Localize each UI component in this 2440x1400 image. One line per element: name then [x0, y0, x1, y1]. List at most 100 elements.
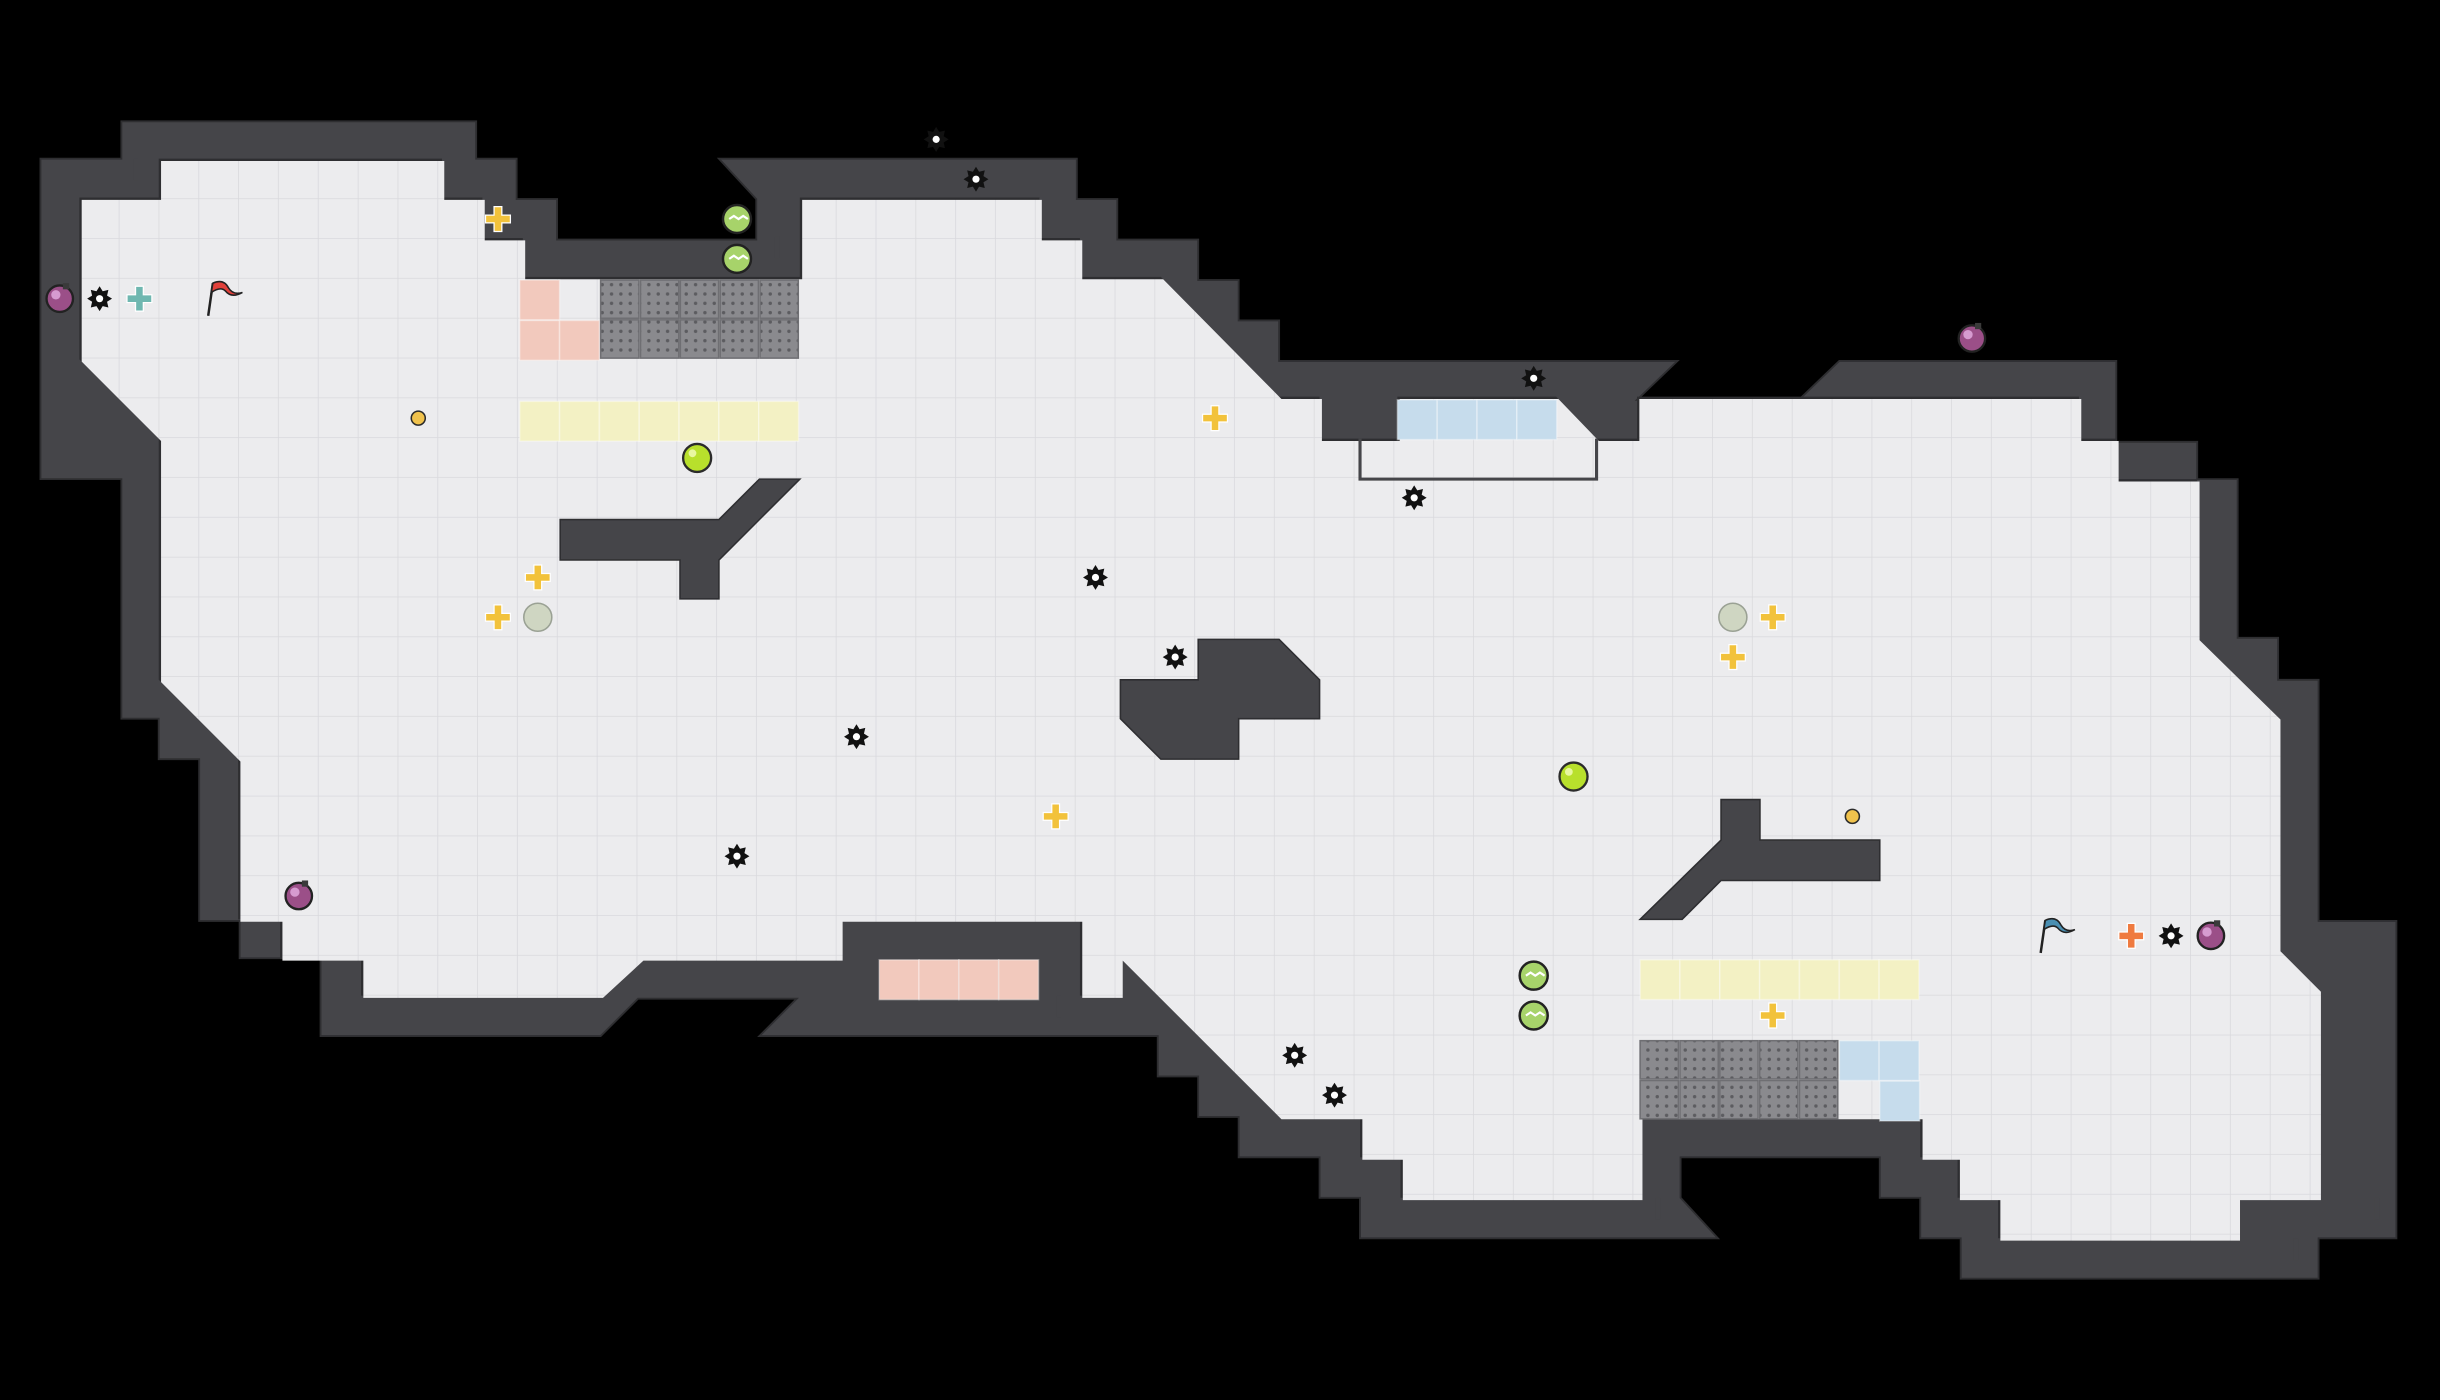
faded-orb-icon — [1718, 602, 1748, 633]
plus-yellow-icon — [1042, 803, 1069, 830]
blue-pad — [1878, 1039, 1920, 1082]
red-flag-icon — [206, 280, 243, 316]
yellow-pad — [598, 400, 641, 442]
salmon-pad — [918, 959, 960, 1001]
salmon-pad — [518, 319, 561, 362]
wall-notch — [133, 158, 139, 181]
wall-notch — [1056, 995, 1062, 1018]
wall-block — [1119, 638, 1321, 760]
blue-pad — [1396, 399, 1438, 441]
yellow-pad — [757, 400, 800, 442]
potion-icon — [1957, 322, 1987, 353]
blue-flag-icon — [2039, 917, 2076, 954]
yellow-pad — [1639, 959, 1681, 1001]
metal-grate — [679, 319, 720, 359]
coin-icon — [410, 410, 427, 426]
switch-orb-icon — [721, 203, 753, 235]
mine-icon — [1322, 1082, 1347, 1108]
metal-grate — [1679, 1039, 1720, 1080]
metal-grate — [1798, 1039, 1839, 1080]
mine-icon — [1521, 365, 1547, 391]
yellow-pad — [1758, 959, 1801, 1001]
wall-notch — [2293, 1238, 2299, 1261]
yellow-pad — [1679, 959, 1721, 1001]
metal-grate — [719, 319, 760, 359]
mine-icon — [87, 286, 113, 312]
metal-grate — [1719, 1079, 1759, 1120]
metal-grate — [1798, 1079, 1839, 1120]
blue-pad — [1878, 1080, 1921, 1122]
blue-pad — [1838, 1039, 1880, 1082]
yellow-pad — [638, 400, 680, 442]
metal-grate — [1639, 1079, 1680, 1120]
mine-icon — [2158, 923, 2184, 949]
pads-layer — [518, 279, 1921, 1122]
plus-yellow-icon — [1201, 405, 1229, 432]
switch-orb-icon — [1518, 960, 1549, 991]
switch-orb-icon — [721, 243, 753, 275]
plus-yellow-icon — [484, 604, 512, 631]
metal-grate — [599, 279, 640, 320]
metal-grate — [1758, 1079, 1799, 1120]
yellow-pad — [1719, 959, 1761, 1001]
metal-grate — [759, 279, 800, 320]
green-orb-icon — [1558, 761, 1589, 792]
blue-pad — [1436, 399, 1478, 441]
mine-icon — [724, 843, 750, 869]
metal-grate — [1758, 1039, 1799, 1080]
yellow-pad — [518, 400, 561, 442]
mine-icon — [1083, 564, 1108, 590]
yellow-pad — [1798, 959, 1841, 1001]
faded-orb-icon — [523, 602, 553, 633]
blue-pad — [1516, 399, 1558, 441]
alcove-edge — [1358, 438, 1599, 481]
blue-pad — [1476, 399, 1518, 441]
wall-notch — [774, 236, 780, 259]
plus-yellow-icon — [524, 564, 551, 591]
metal-grate — [639, 319, 680, 359]
yellow-pad — [558, 400, 601, 442]
mine-icon — [844, 724, 869, 750]
potion-icon — [45, 283, 75, 314]
mine-icon — [963, 166, 989, 192]
salmon-pad — [997, 959, 1040, 1001]
potion-icon — [2196, 920, 2226, 951]
mine-icon — [1401, 485, 1427, 511]
mine-icon — [1282, 1042, 1308, 1068]
mine-icon — [1162, 644, 1188, 670]
plus-yellow-icon — [1759, 604, 1786, 631]
salmon-pad — [518, 279, 561, 321]
wall-block — [1638, 798, 1881, 921]
yellow-pad — [718, 400, 760, 442]
salmon-pad — [878, 959, 920, 1001]
metal-grate — [639, 279, 680, 320]
potion-icon — [284, 880, 314, 911]
obstacles-layer — [559, 438, 1881, 921]
plus-yellow-icon — [1719, 644, 1746, 671]
yellow-pad — [1878, 959, 1920, 1001]
plus-teal-icon — [126, 285, 153, 312]
wall-notch — [1655, 1197, 1661, 1220]
metal-grate — [1679, 1079, 1720, 1120]
wall-notch — [2374, 1197, 2380, 1220]
metal-grate — [1639, 1039, 1680, 1080]
yellow-pad — [678, 400, 720, 442]
plus-yellow-icon — [1759, 1002, 1786, 1029]
salmon-pad — [558, 319, 601, 362]
entities-layer — [45, 126, 2226, 1108]
mine-icon — [923, 126, 949, 152]
metal-grate — [719, 279, 760, 320]
metal-grate — [599, 319, 640, 359]
plus-yellow-icon — [484, 205, 512, 233]
wall-block — [559, 478, 802, 600]
salmon-pad — [958, 959, 1000, 1001]
coin-icon — [1844, 808, 1861, 825]
green-orb-icon — [681, 442, 713, 474]
yellow-pad — [1838, 959, 1880, 1001]
metal-grate — [679, 279, 720, 320]
metal-grate — [1719, 1039, 1759, 1080]
switch-orb-icon — [1518, 1000, 1549, 1031]
